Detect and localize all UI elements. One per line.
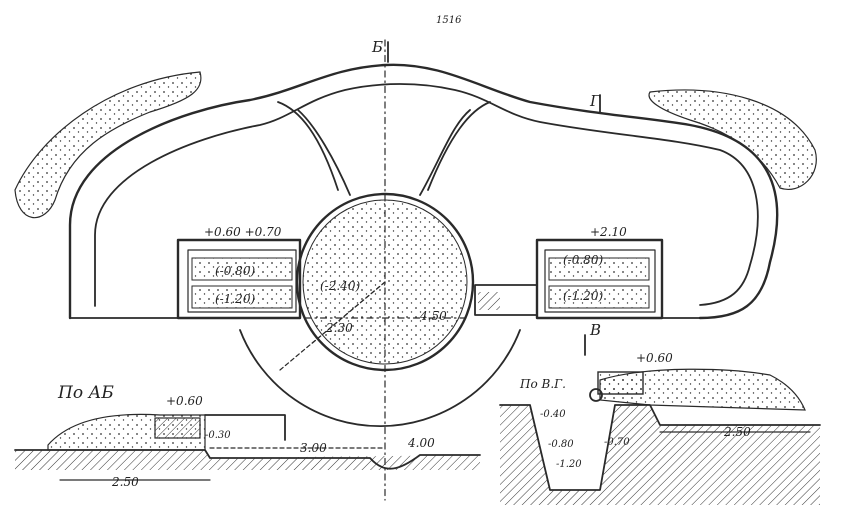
section-vg-elev-3: -1.20 [556,459,582,470]
radius-inner-label: 2.30 [326,321,353,335]
radius-outer-label: 4.50 [420,309,447,323]
section-vg-dim-label: 2.50 [724,425,751,439]
section-vg-post [589,388,603,402]
section-vg-parapet [599,368,806,411]
section-ab-dim-mid-label: 3.00 [300,441,327,455]
right-emplacement-elevation: +2.10 [590,225,627,239]
section-vg-block [597,371,644,395]
left-emplacement-fill-upper [191,257,293,281]
left-emplacement-fill-lower [191,285,293,309]
right-connecting-trench [419,101,491,196]
section-ab-dim-left-label: 2.50 [112,475,139,489]
section-vg-title: По В.Г. [520,377,566,391]
right-emplacement-upper-label: (-0.80) [563,253,604,267]
left-emplacement-inner [187,249,297,313]
right-emplacement-fill-upper [548,257,650,281]
section-vg-elev-side: -0.70 [604,437,630,448]
sheet-number: 1516 [436,15,462,26]
section-ab-dim-right-label: 4.00 [408,436,435,450]
right-emplacement-lower-label: (-1.20) [563,289,604,303]
traverse-arc [239,329,521,428]
section-ab-elev-step: -0.30 [205,430,231,441]
left-emplacement-lower-label: (-1.20) [215,292,256,306]
section-ab-earth [15,450,480,470]
right-emplacement-inner [544,249,656,313]
right-spoil-heap [648,89,817,190]
left-connecting-trench [277,101,351,196]
right-passage-block [474,284,538,316]
section-ab-title: По АБ [58,383,114,403]
radius-line-outer [279,281,386,371]
section-mark-v: В [590,321,602,339]
section-ab-elev-top: +0.60 [166,394,203,408]
left-spoil-heap [14,71,202,219]
section-ab-block [154,417,201,439]
left-emplacement-upper-label: (-0.80) [215,264,256,278]
right-emplacement-fill-lower [548,285,650,309]
outer-trench-outline [68,63,779,320]
section-vg-trench-hatch [500,405,820,505]
section-mark-b: Б [372,38,384,56]
center-elevation-label: (-2.40) [320,279,361,293]
section-vg-elev-1: -0.40 [540,409,566,420]
section-vg-elev-2: -0.80 [548,439,574,450]
left-emplacement-elevation: +0.60 +0.70 [204,225,282,239]
right-passage-inner [478,292,500,310]
section-ab-slope [204,414,286,441]
section-vg-elev-top: +0.60 [636,351,673,365]
section-mark-g: Г [590,92,600,110]
